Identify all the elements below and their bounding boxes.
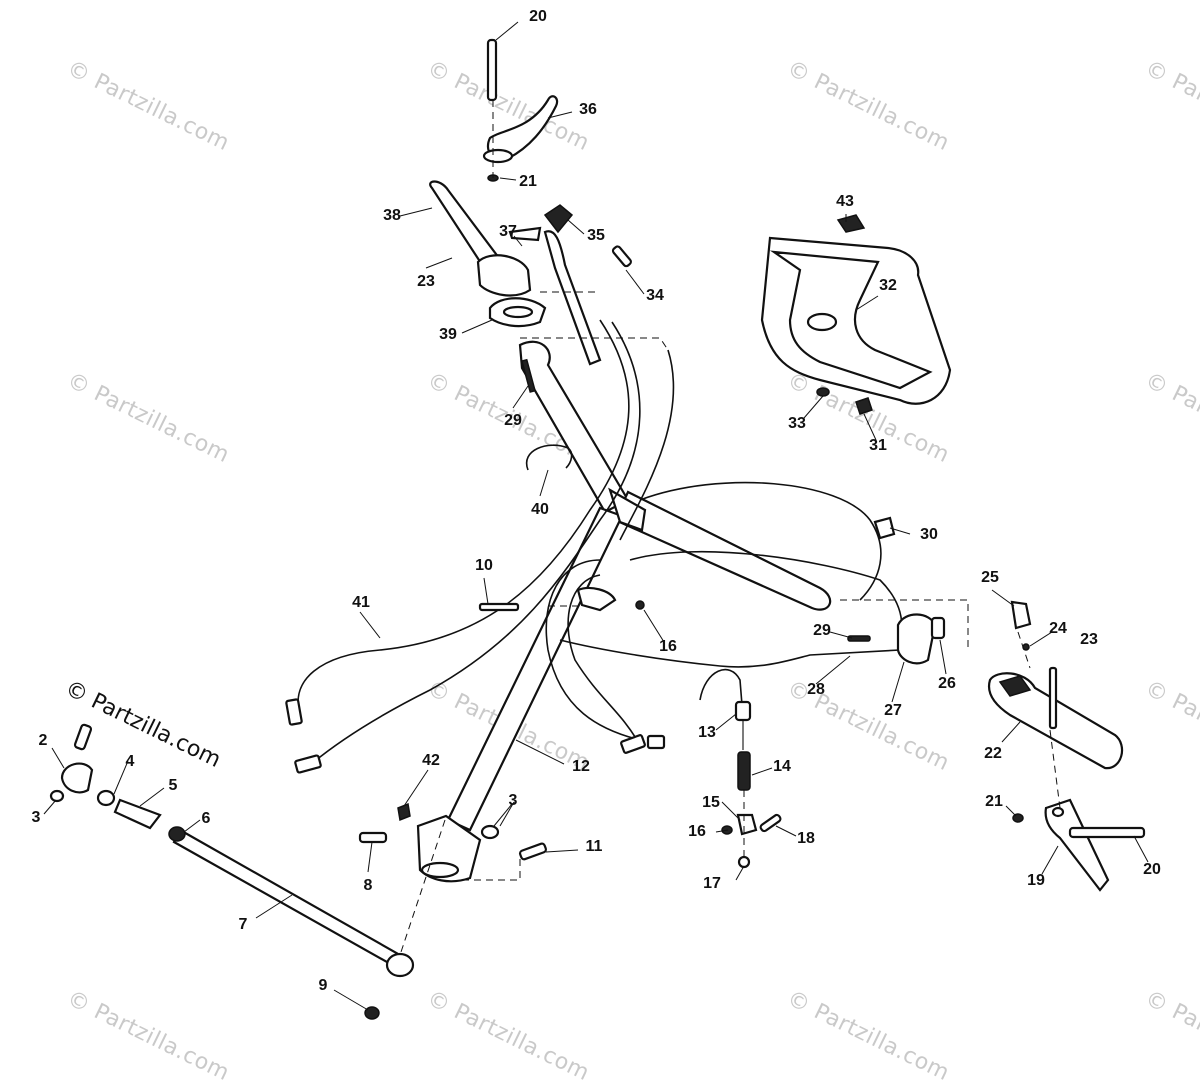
callout-9: 9: [318, 977, 328, 994]
callout-29b: 29: [813, 622, 831, 639]
callout-22: 22: [984, 745, 1002, 762]
callout-37: 37: [499, 223, 517, 240]
callout-18: 18: [797, 830, 815, 847]
callout-43: 43: [836, 193, 854, 210]
leader-lines: [43, 21, 1149, 1011]
callout-14: 14: [773, 758, 791, 775]
callout-31: 31: [869, 437, 887, 454]
switch-assembly: [847, 516, 1032, 665]
clip-40: [525, 444, 573, 471]
callout-20b: 20: [1143, 861, 1161, 878]
assembly-lines: [399, 100, 1061, 956]
callout-27: 27: [884, 702, 902, 719]
callout-23b: 23: [1080, 631, 1098, 648]
callout-16b: 16: [688, 823, 706, 840]
callout-10: 10: [475, 557, 493, 574]
hood-cowl: [760, 214, 952, 415]
cable-bracket: [478, 586, 645, 612]
tie-rod: [49, 723, 415, 1020]
callout-6: 6: [201, 810, 211, 827]
callout-15: 15: [702, 794, 720, 811]
callout-11: 11: [585, 838, 603, 855]
callout-26: 26: [938, 675, 956, 692]
callout-36: 36: [579, 101, 597, 118]
throttle-lever: [482, 38, 559, 182]
diagram-drawing: [43, 21, 1149, 1020]
callout-42: 42: [422, 752, 440, 769]
brake-lever: [1012, 798, 1146, 892]
callout-25: 25: [981, 569, 999, 586]
callout-12: 12: [572, 758, 590, 775]
callout-33: 33: [788, 415, 806, 432]
callout-29: 29: [504, 412, 522, 429]
kill-switch: [508, 204, 632, 366]
callout-30: 30: [920, 526, 938, 543]
lower-bracket: [358, 802, 548, 883]
screw-29-upper: [521, 358, 536, 393]
callout-3: 3: [508, 792, 518, 809]
callout-39: 39: [439, 326, 457, 343]
callout-2: 2: [38, 732, 48, 749]
cables: [285, 319, 903, 774]
callout-40: 40: [531, 501, 549, 518]
callout-34: 34: [646, 287, 664, 304]
callout-3b: 3: [31, 809, 41, 826]
callout-13: 13: [698, 724, 716, 741]
callout-38: 38: [383, 207, 401, 224]
callout-21: 21: [519, 173, 537, 190]
callout-16: 16: [659, 638, 677, 655]
callout-32: 32: [879, 277, 897, 294]
callout-4: 4: [125, 753, 135, 770]
callout-23: 23: [417, 273, 435, 290]
callout-7: 7: [238, 916, 248, 933]
callout-19: 19: [1027, 872, 1045, 889]
left-grip: [429, 180, 547, 328]
callout-5: 5: [168, 777, 178, 794]
callout-35: 35: [587, 227, 605, 244]
callout-17: 17: [703, 875, 721, 892]
callout-20: 20: [529, 8, 547, 25]
callout-8: 8: [363, 877, 373, 894]
parts-diagram: © Partzilla.com © Partzilla.com © Partzi…: [31, 8, 1200, 1086]
callout-28: 28: [807, 681, 825, 698]
right-grip: [987, 666, 1124, 770]
callout-41: 41: [352, 594, 370, 611]
callout-24: 24: [1049, 620, 1067, 637]
callout-21b: 21: [985, 793, 1003, 810]
